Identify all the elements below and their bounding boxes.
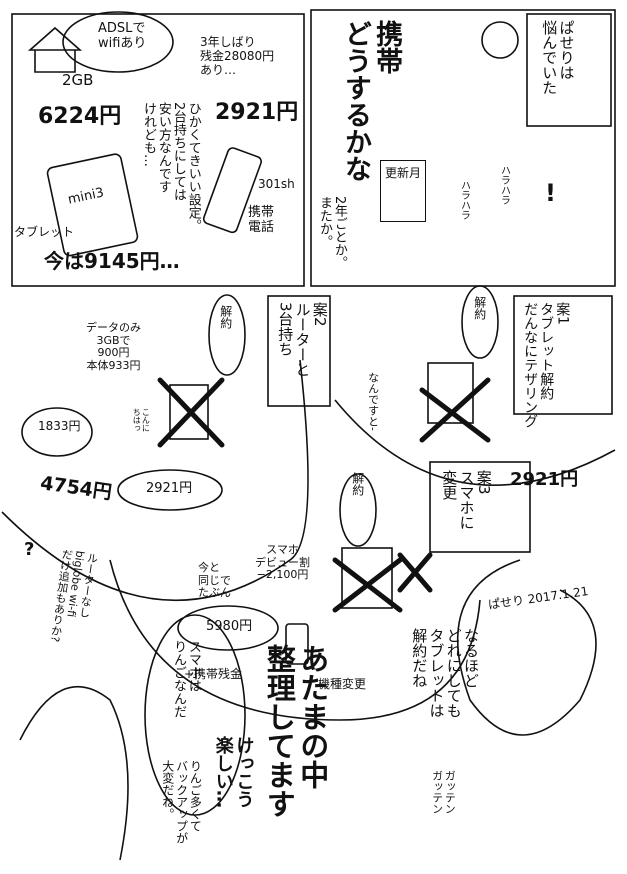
contract-note: 3年しばり 残金28080円 あり… — [200, 35, 275, 77]
panel-1-border — [11, 13, 305, 287]
same-price-note: 今と 同じで たぶん — [198, 561, 231, 600]
question-mark: ? — [24, 539, 35, 560]
comparison-comment: ひかくてきいい設定。 2台持ちにしては 安い方なんです けれども… — [140, 102, 201, 232]
cancel-bubble-2 — [461, 285, 499, 359]
phone-price: 2921円 — [215, 100, 299, 125]
cancel-label-plan1: 解約 — [472, 296, 487, 320]
cancel-label-plan2: 解約 — [218, 305, 233, 329]
panel-title: 携帯 どうするかな — [340, 20, 403, 182]
phone-model: 301sh — [258, 177, 295, 191]
plan3-price: 5980円 — [206, 619, 253, 634]
plan1-total: 2921円 — [510, 469, 579, 490]
tablet-plan3 — [341, 547, 393, 609]
plan2-bubble-arc — [1, 359, 309, 602]
tablet-plan2 — [169, 384, 209, 440]
exclaim-mark: ! — [545, 179, 556, 207]
router-price: 1833円 — [38, 419, 81, 433]
phone-price-bubble — [117, 469, 223, 511]
router-note: データのみ 3GBで 900円 本体933円 — [86, 321, 141, 372]
router-price-bubble — [21, 407, 93, 457]
plan3-bubble-arc — [109, 559, 481, 721]
tablet-drawing — [46, 153, 139, 257]
fun-text: けっこう 楽しい… — [212, 736, 255, 808]
phone-label: 携帯 電話 — [248, 205, 275, 235]
tablet-price: 6224円 — [38, 104, 122, 129]
adsl-speech-text: ADSLで wifiあり — [98, 21, 147, 51]
phone-remaining-balance: +携帯残金 — [184, 667, 243, 681]
husband-speech-text: スマホは りんごなんだ — [170, 640, 201, 718]
husband-figure — [19, 685, 129, 861]
plan3-card — [429, 461, 531, 553]
sfx-hara-1: ハラハラ — [458, 180, 470, 220]
sigh-text: 2年ごとか。 またか。 — [316, 196, 347, 270]
plan1-bubble-arc — [334, 399, 616, 486]
cancel-bubble-3 — [339, 473, 377, 547]
model-change-label: 機種変更 — [318, 677, 367, 691]
plan2-phone-price: 2921円 — [146, 481, 193, 496]
plan1-card — [513, 295, 613, 415]
router-greeting: こんに ちはっ — [132, 408, 151, 432]
husband-speech-bubble — [144, 614, 246, 816]
reaction-text: なんですと- — [366, 372, 380, 431]
renewal-paper: 更新月 — [380, 160, 427, 222]
plan2-card — [267, 295, 331, 407]
plan1-card-text: 案1 タブレット解約 だんなにテザリング — [522, 302, 571, 428]
cancel-label-plan3: 解約 — [350, 472, 365, 496]
narration-text: ぱせりは 悩んでいた — [540, 20, 576, 95]
gatten-sfx: ガッテン ガッテン — [430, 770, 457, 814]
panel-2-border — [310, 9, 616, 287]
worry-scribble — [481, 21, 519, 59]
adsl-speech-bubble — [62, 11, 174, 73]
house-drawing — [27, 26, 83, 73]
character-face — [456, 559, 597, 736]
main-title: あたまの中 整理してます — [262, 644, 330, 818]
backup-note: りんご多くて バックアップが 大変だね。 — [160, 760, 203, 844]
smartphone-drawing — [285, 623, 309, 665]
cancel-crosses — [157, 377, 491, 613]
total-now: 今は9145円… — [44, 249, 180, 273]
plan2-card-text: 案2 ルーターと 3台持ち — [276, 302, 329, 377]
tablet-label: タブレット — [14, 225, 75, 239]
phone-drawing — [202, 147, 262, 234]
smartphone-discount: スマホ デビュー割 −2,100円 — [255, 543, 310, 582]
sfx-hara-2: ハラハラ — [498, 165, 510, 205]
price-bubble-plan3 — [177, 605, 279, 651]
cancel-bubble-1 — [208, 294, 246, 376]
plan3-card-text: 案3 スマホに 変更 — [440, 470, 493, 530]
conclusion-text: なるほど どれにしても タブレットは 解約だね — [410, 628, 480, 718]
narration-box — [526, 13, 612, 127]
data-plan-label: 2GB — [62, 71, 94, 89]
